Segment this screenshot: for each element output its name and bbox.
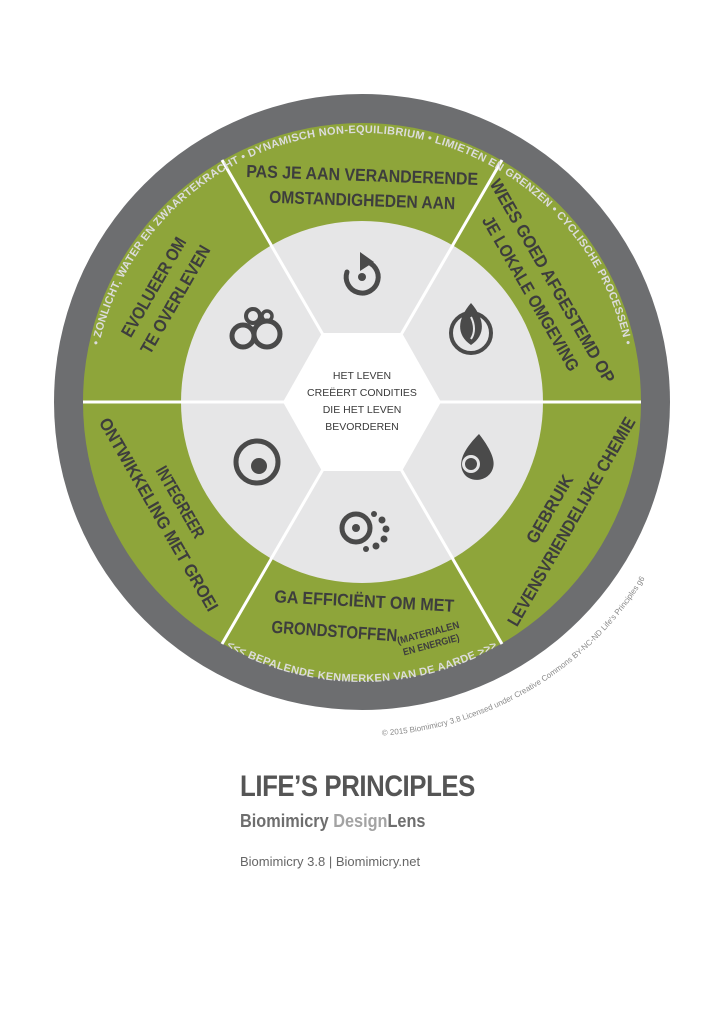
- subtitle-lens: Lens: [387, 810, 426, 831]
- page-subtitle: Biomimicry DesignLens: [240, 810, 480, 832]
- svg-text:CREËERT CONDITIES: CREËERT CONDITIES: [307, 387, 417, 399]
- cycle-arrow-icon: [343, 252, 381, 296]
- concentric-circle-icon: [233, 438, 281, 486]
- subtitle-design: Design: [333, 810, 388, 831]
- title-block: LIFE’S PRINCIPLES Biomimicry DesignLens …: [240, 770, 513, 869]
- svg-text:HET LEVEN: HET LEVEN: [333, 370, 391, 382]
- life-principles-wheel: HET LEVEN CREËERT CONDITIES DIE HET LEVE…: [54, 94, 670, 738]
- footer-credit: Biomimicry 3.8 | Biomimicry.net: [240, 854, 421, 869]
- subtitle-biomimicry: Biomimicry: [240, 810, 334, 831]
- svg-text:BEVORDEREN: BEVORDEREN: [325, 421, 399, 433]
- bubbles-icon: [229, 307, 283, 350]
- dots-spiral-icon: [339, 511, 390, 552]
- page-title: LIFE’S PRINCIPLES: [240, 770, 475, 803]
- center-text: HET LEVEN CREËERT CONDITIES DIE HET LEVE…: [307, 370, 417, 433]
- center-hexagon: [283, 333, 441, 471]
- droplet-icon: [461, 434, 494, 480]
- svg-text:DIE HET LEVEN: DIE HET LEVEN: [323, 404, 402, 416]
- flame-leaf-icon: [449, 303, 493, 355]
